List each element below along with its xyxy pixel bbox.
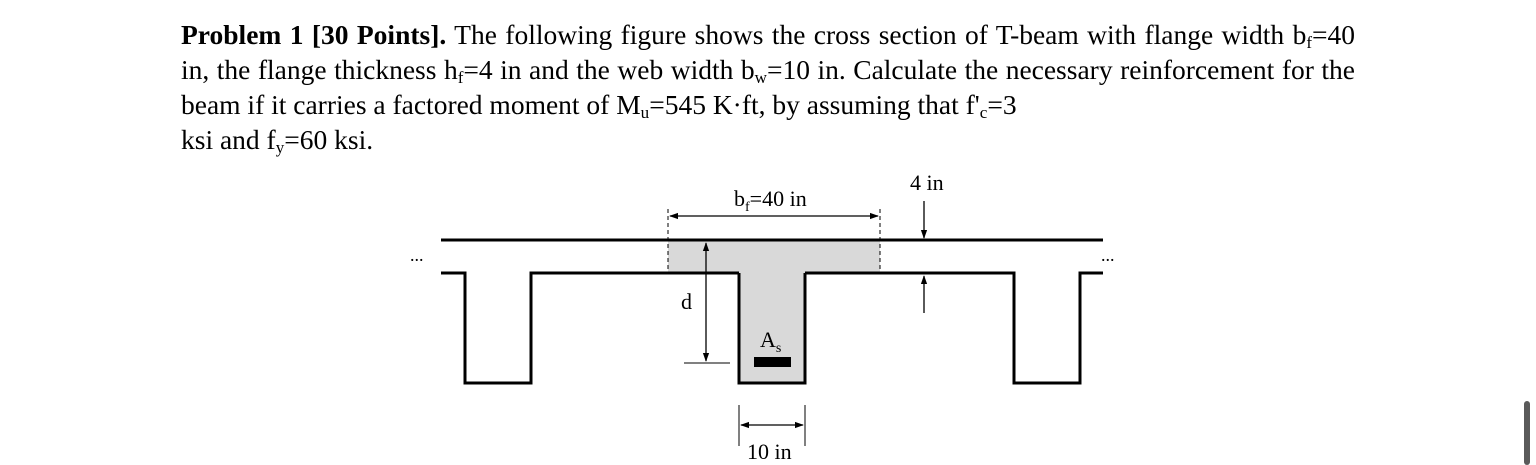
sub-u: u [640,102,650,122]
sub-y: y [275,137,285,157]
problem-text-1: The following figure shows the cross sec… [446,19,1307,50]
problem-heading: Problem 1 [30 Points]. [181,19,447,50]
as-label: As [760,327,781,356]
problem-text-2: =40 in, the flange thickness h [181,19,1356,85]
problem-statement: Problem 1 [30 Points]. The following fig… [181,17,1355,157]
ellipsis-left: ... [410,245,424,265]
sub-w: w [754,67,767,87]
web-right-outline [805,271,1103,385]
problem-text-8: =60 ksi. [284,124,374,155]
problem-text-5: =545 K·ft, by assuming that f' [649,89,980,120]
problem-text-3: =4 in and the web width b [463,54,755,85]
bw-label: 10 in [747,439,792,464]
d-label: d [681,289,692,314]
problem-text-7: ksi and f [181,124,276,155]
web-left-outline [441,271,739,385]
problem-last-line: ksi and fy=60 ksi. [181,122,1355,157]
steel-reinforcement-bar [754,357,791,367]
sub-f-1: f [1306,32,1312,52]
problem-text-6: =3 [987,89,1017,120]
effective-flange-shading [668,241,880,383]
web-center-outline [737,273,807,385]
bf-label: bf=40 in [734,186,807,215]
vertical-scrollbar[interactable] [1524,401,1530,465]
ellipsis-right: ... [1101,245,1115,265]
sub-f-2: f [457,67,464,87]
hf-label: 4 in [910,170,944,195]
problem-text-4: =10 in. Calculate the necessary reinforc… [181,54,1355,120]
sub-c: c [979,102,988,122]
